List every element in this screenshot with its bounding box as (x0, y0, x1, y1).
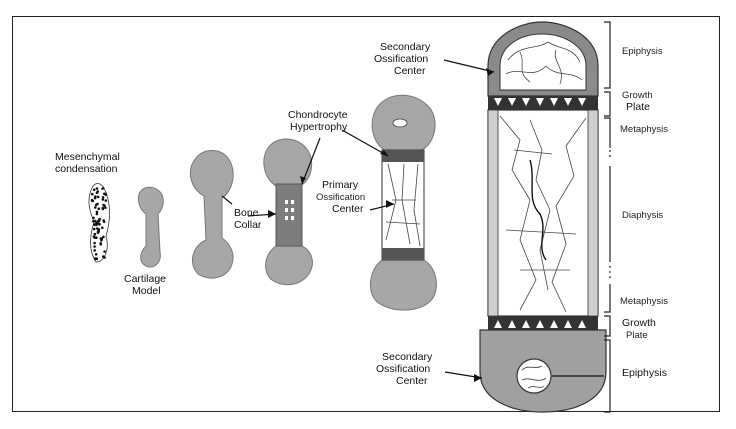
label-mesenchymal-line1: Mesenchymal (55, 151, 120, 163)
cartilage-model-shape (138, 187, 163, 267)
label-bone-collar-line1: Bone (234, 207, 259, 219)
label-metaphysis-top: Metaphysis (620, 124, 668, 135)
label-epiphysis-bottom: Epiphysis (622, 367, 667, 379)
label-mesenchymal-line2: condensation (55, 163, 118, 175)
primary-ossification-stage-shape (370, 95, 436, 310)
label-diaphysis: Diaphysis (622, 210, 663, 221)
label-secondary-top-line1: Secondary (380, 41, 431, 53)
label-growth-plate-top-line1: Growth (622, 90, 653, 101)
label-secondary-bottom-line3: Center (396, 375, 428, 387)
mature-long-bone-shape (480, 22, 606, 412)
label-secondary-bottom-line1: Secondary (382, 351, 433, 363)
label-chondrocyte-line2: Hypertrophy (290, 121, 348, 133)
label-secondary-top-line2: Ossification (374, 53, 428, 65)
label-chondrocyte-line1: Chondrocyte (288, 109, 348, 121)
label-primary-line3: Center (332, 203, 364, 215)
label-primary-line2: Ossification (316, 192, 365, 203)
label-cartilage-line1: Cartilage (124, 273, 166, 285)
cartilage-stage3-shape (190, 151, 233, 279)
label-metaphysis-bottom: Metaphysis (620, 296, 668, 307)
label-growth-plate-bottom-line2: Plate (626, 330, 648, 341)
label-epiphysis-top: Epiphysis (622, 46, 663, 57)
label-bone-collar-line2: Collar (234, 219, 262, 231)
label-growth-plate-top-line2: Plate (626, 101, 650, 113)
label-cartilage-line2: Model (132, 285, 161, 297)
mesenchymal-condensation-shape (89, 184, 110, 263)
label-primary-line1: Primary (322, 179, 359, 191)
label-secondary-top-line3: Center (394, 65, 426, 77)
label-growth-plate-bottom-line1: Growth (622, 317, 656, 329)
label-secondary-bottom-line2: Ossification (376, 363, 430, 375)
